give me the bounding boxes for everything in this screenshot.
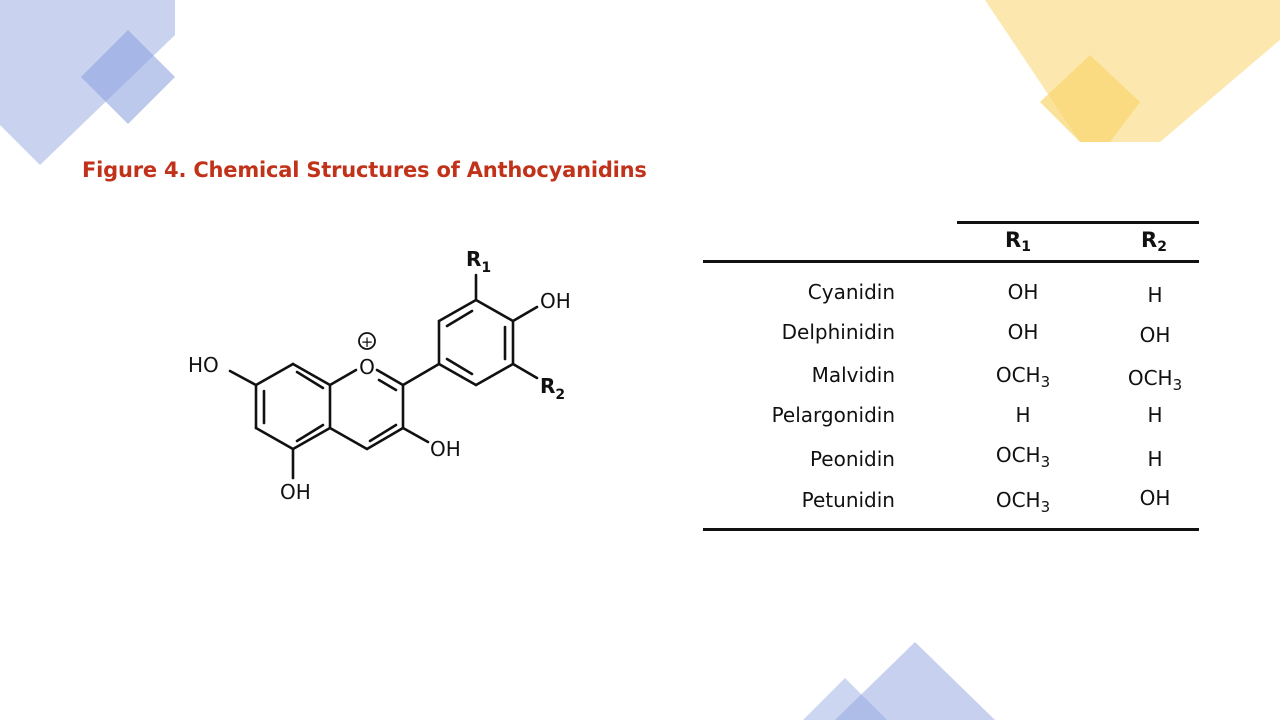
r2-main: R <box>540 374 555 398</box>
table-top-rule <box>957 221 1199 224</box>
r2-value: OH <box>1139 486 1171 510</box>
ho-left-label: HO <box>188 353 219 377</box>
anthocyanidin-structure: + O HO OH OH OH R1 R2 <box>188 247 571 504</box>
compound-name: Petunidin <box>801 488 895 512</box>
deco-blue-top-left-small <box>81 30 175 124</box>
compound-name: Peonidin <box>809 447 895 471</box>
deco-blue-bottom-small <box>803 678 887 720</box>
substituent-table: R1 R2 Cyanidin OH H Delphinidin OH OH Ma… <box>700 218 1200 538</box>
structure-bonds <box>228 273 539 480</box>
oh-top-right-label: OH <box>540 289 571 313</box>
compound-name: Pelargonidin <box>771 403 895 427</box>
table-header-rule <box>703 260 1199 263</box>
r1-main: R <box>466 247 481 271</box>
oh-bottom-label: OH <box>280 480 311 504</box>
r1-value: OCH3 <box>995 488 1051 516</box>
header-r1-main: R <box>1005 228 1022 252</box>
r1-value: OCH3 <box>995 363 1051 391</box>
oh-c3-label: OH <box>430 437 461 461</box>
r2-value: OH <box>1139 323 1171 347</box>
header-r2-main: R <box>1141 228 1158 252</box>
compound-name: Malvidin <box>811 363 895 387</box>
r1-subscript: 1 <box>481 260 491 276</box>
r2-value: H <box>1147 403 1163 427</box>
r1-value: H <box>1015 403 1031 427</box>
charge-circle <box>358 332 376 350</box>
table-row: Peonidin OCH3 H <box>700 443 1200 487</box>
header-r2: R2 <box>1114 228 1194 255</box>
ring-oxygen-label: O <box>359 355 375 379</box>
r2-subscript: 2 <box>555 387 565 403</box>
r2-value: H <box>1147 447 1163 471</box>
table-row: Cyanidin OH H <box>700 280 1200 320</box>
header-r1: R1 <box>978 228 1058 255</box>
compound-name: Cyanidin <box>807 280 895 304</box>
charge-sign: + <box>361 333 374 351</box>
r2-value: H <box>1147 283 1163 307</box>
deco-blue-bottom-large <box>835 642 995 720</box>
r1-label: R1 <box>466 247 491 276</box>
table-row: Delphinidin OH OH <box>700 320 1200 360</box>
r1-value: OH <box>1007 280 1039 304</box>
table-row: Malvidin OCH3 OCH3 <box>700 363 1200 403</box>
r2-value: OCH3 <box>1127 366 1183 394</box>
r2-label: R2 <box>540 374 565 403</box>
deco-yellow-top-right-large <box>985 0 1280 142</box>
r1-value: OCH3 <box>995 443 1051 471</box>
header-r2-sub: 2 <box>1157 239 1167 255</box>
header-r1-sub: 1 <box>1021 239 1031 255</box>
table-bottom-rule <box>703 528 1199 531</box>
table-row: Pelargonidin H H <box>700 403 1200 443</box>
compound-name: Delphinidin <box>781 320 895 344</box>
deco-yellow-top-right-small <box>1040 55 1140 142</box>
table-row: Petunidin OCH3 OH <box>700 486 1200 528</box>
figure-title: Figure 4. Chemical Structures of Anthocy… <box>82 158 647 182</box>
r1-value: OH <box>1007 320 1039 344</box>
